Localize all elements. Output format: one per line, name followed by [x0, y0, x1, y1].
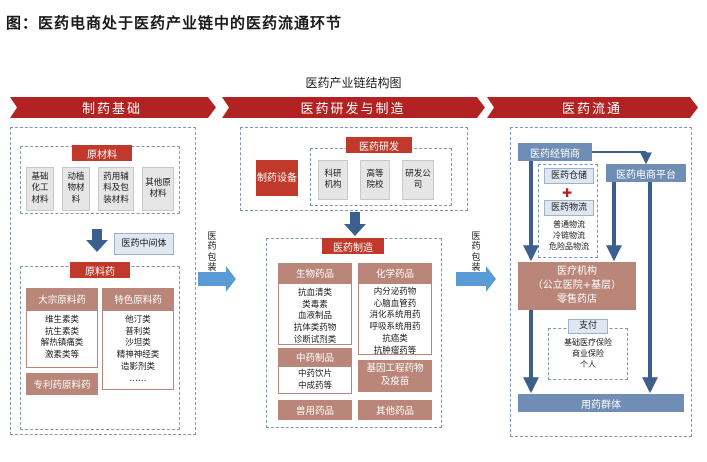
- payment-item: 商业保险: [572, 348, 604, 358]
- rd-title: 医药研发: [346, 137, 412, 153]
- bulk-api-panel: 维生素类 抗生素类 解热镇痛类 激素类等: [26, 310, 98, 368]
- tcm-item: 中成药等: [297, 380, 332, 391]
- tcm-panel: 中药饮片 中成药等: [278, 366, 352, 394]
- bulk-api-title: 大宗原料药: [26, 288, 98, 310]
- manufacturing-title: 医药制造: [322, 238, 384, 254]
- intermediate-box: 医药中间体: [114, 233, 174, 255]
- biologics-item: 抗体类药物: [293, 323, 337, 334]
- biologics-item: 诊断试剂类: [293, 334, 337, 345]
- specialty-api-panel: 他汀类 普利类 沙坦类 精神神经类 造影剂类 ……: [102, 310, 174, 390]
- other-drugs-box: 其他药品: [358, 400, 432, 420]
- biologics-title: 生物药品: [278, 263, 352, 283]
- raw-material-excipients: 药用辅料及包装材料: [98, 167, 134, 211]
- veterinary-box: 兽用药品: [278, 400, 352, 420]
- packaging-label-2: 医药包装: [471, 232, 481, 274]
- payment-list: 基础医疗保险 商业保险 个人: [548, 338, 628, 370]
- api-title: 原料药: [70, 262, 130, 278]
- diagram-title: 医药产业链结构图: [305, 76, 402, 90]
- rd-research-institutes: 科研机构: [318, 160, 348, 200]
- institutions-line: 医疗机构: [557, 266, 597, 277]
- chemicals-item: 呼吸系统用药: [369, 322, 421, 333]
- patent-api-box: 专利药原料药: [26, 373, 98, 395]
- biologics-panel: 抗血清类 类毒素 血液制品 抗体类药物 诊断试剂类: [278, 283, 352, 345]
- biologics-item: 类毒素: [302, 299, 328, 310]
- logistics-group: [538, 164, 598, 258]
- chemicals-title: 化学药品: [358, 263, 432, 283]
- raw-material-other: 其他原材料: [142, 167, 174, 211]
- distribution-panel: [510, 127, 692, 437]
- warehouse-box: 医药仓储: [544, 168, 594, 184]
- chemicals-panel: 内分泌药物 心脑血管药 消化系统用药 呼吸系统用药 抗癌类 抗肿瘤药等: [358, 283, 432, 357]
- chemicals-item: 抗癌类: [382, 333, 408, 344]
- equipment-box: 制药设备: [256, 160, 298, 196]
- raw-materials-title: 原材料: [72, 145, 132, 161]
- logistics-title: 医药物流: [544, 200, 594, 216]
- specialty-api-item: 他汀类: [125, 315, 151, 325]
- chemicals-item: 抗肿瘤药等: [373, 345, 417, 356]
- institutions-line: （公立医院+基层）: [532, 280, 622, 291]
- specialty-api-item: 造影剂类: [120, 361, 155, 372]
- arrow-foundation-to-mfg: [198, 266, 236, 292]
- tcm-title: 中药制品: [278, 348, 352, 366]
- biologics-item: 抗血清类: [297, 288, 332, 298]
- specialty-api-title: 特色原料药: [102, 288, 174, 310]
- packaging-label-1: 医药包装: [207, 232, 217, 274]
- tcm-list: 中药饮片 中成药等: [279, 367, 351, 392]
- foundation-panel: [10, 127, 196, 435]
- raw-material-plant-animal: 动植物材料: [62, 167, 90, 211]
- specialty-api-item: ……: [129, 373, 147, 384]
- patients-box: 用药群体: [518, 394, 684, 412]
- chemicals-item: 心脑血管药: [373, 298, 417, 309]
- tcm-item: 中药饮片: [297, 369, 332, 379]
- arrow-mfg-to-distribution: [456, 266, 496, 292]
- bulk-api-item: 抗生素类: [44, 326, 79, 337]
- specialty-api-item: 沙坦类: [125, 338, 151, 349]
- biologics-list: 抗血清类 类毒素 血液制品 抗体类药物 诊断试剂类: [279, 284, 351, 347]
- stage-banner-rd: 医药研发与制造: [300, 102, 406, 117]
- specialty-api-item: 普利类: [125, 326, 151, 337]
- figure-title: 图：医药电商处于医药产业链中的医药流通环节: [6, 14, 343, 32]
- logistics-item: 冷链物流: [553, 230, 585, 240]
- specialty-api-list: 他汀类 普利类 沙坦类 精神神经类 造影剂类 ……: [103, 311, 173, 385]
- payment-title: 支付: [568, 319, 608, 334]
- bulk-api-list: 维生素类 抗生素类 解热镇痛类 激素类等: [27, 311, 97, 362]
- rd-companies: 研发公司: [402, 160, 434, 200]
- bulk-api-item: 维生素类: [44, 315, 79, 325]
- arrow-raw-to-api: [86, 229, 108, 252]
- specialty-api-item: 精神神经类: [116, 350, 160, 361]
- raw-material-chemical: 基础化工材料: [26, 167, 54, 211]
- bulk-api-item: 激素类等: [44, 350, 79, 361]
- biologics-item: 血液制品: [297, 311, 332, 322]
- chemicals-list: 内分泌药物 心脑血管药 消化系统用药 呼吸系统用药 抗癌类 抗肿瘤药等: [359, 284, 431, 357]
- genetic-box: 基因工程药物及疫苗: [358, 360, 432, 392]
- chemicals-item: 消化系统用药: [369, 310, 421, 321]
- payment-item: 个人: [580, 359, 596, 369]
- stage-banner-foundation: 制药基础: [81, 102, 142, 117]
- rd-panel: [240, 127, 468, 211]
- payment-item: 基础医疗保险: [564, 338, 612, 347]
- bulk-api-item: 解热镇痛类: [40, 338, 84, 349]
- chemicals-item: 内分泌药物: [373, 287, 417, 297]
- stage-banner-distribution: 医药流通: [561, 102, 622, 117]
- distributor-box: 医药经销商: [518, 143, 592, 161]
- ecommerce-box: 医药电商平台: [606, 164, 686, 182]
- arrow-rd-to-mfg: [344, 212, 366, 236]
- plus-icon: ✚: [562, 186, 573, 200]
- rd-universities: 高等院校: [360, 160, 390, 200]
- institutions-box: 医疗机构 （公立医院+基层） 零售药店: [518, 262, 636, 310]
- logistics-list: 普通物流 冷链物流 危险品物流: [540, 220, 598, 252]
- institutions-line: 零售药店: [557, 294, 597, 305]
- logistics-item: 危险品物流: [549, 241, 589, 251]
- logistics-item: 普通物流: [553, 220, 585, 229]
